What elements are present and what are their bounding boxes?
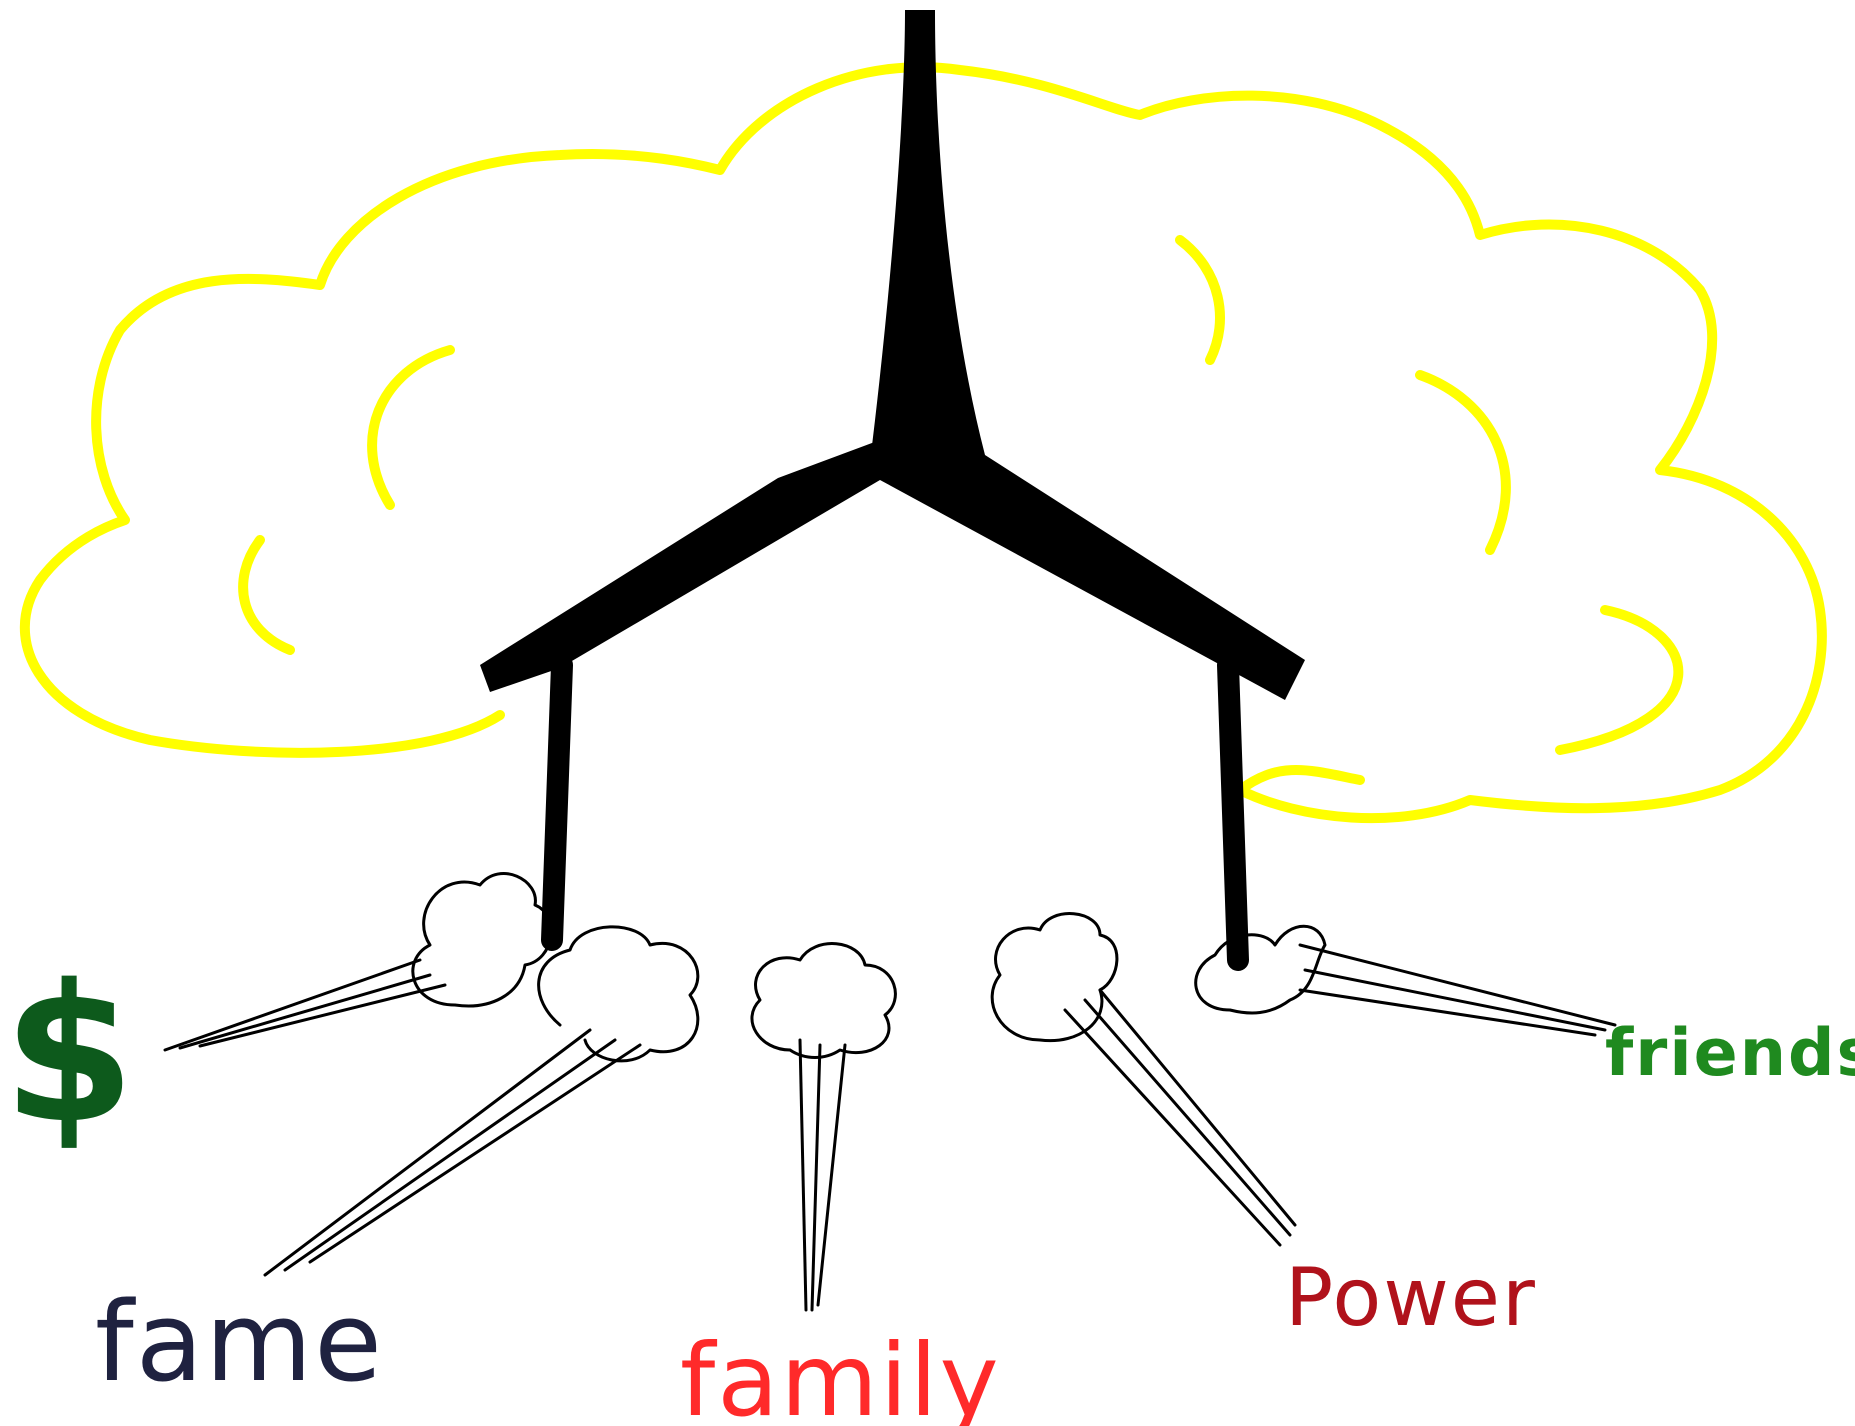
smoke-puff-icon [411,872,553,1008]
church-icon [480,10,1305,971]
cloud-inner-curve [1415,370,1511,555]
smoke-streak [1083,998,1292,1237]
smoke-streak [816,1043,847,1307]
church-roof-left [480,440,880,692]
cloud-outline-lower [1235,765,1365,795]
smoke-streak [1098,988,1297,1227]
smoke-streak [308,1043,642,1264]
smoke-puff-icon [750,942,897,1059]
church-roof-right [880,440,1305,700]
smoke-streak [263,1028,592,1277]
smoke-puffs [163,872,1617,1312]
cloud-inner-curve [238,535,295,655]
church-wall-left [541,654,573,951]
smoke-puff-icon [537,925,700,1063]
cloud-inner-curve [1175,235,1225,365]
money-label: $ [3,944,137,1165]
smoke-streak [1298,988,1597,1037]
smoke-streak [163,958,422,1052]
church-wall-right [1217,654,1249,971]
smoke-streak [810,1043,822,1312]
friends-label: friends [1605,1016,1855,1091]
smoke-streak [1298,943,1617,1027]
labels: $ fame family Power friends [3,944,1855,1426]
smoke-streak [1063,1008,1282,1247]
smoke-streak [178,973,432,1050]
smoke-streak [798,1038,808,1312]
church-steeple [870,10,985,462]
smoke-streak [283,1038,617,1272]
smoke-streak [198,983,447,1048]
family-label: family [680,1322,1001,1426]
smoke-streak [1303,968,1607,1032]
cloud-inner-curve [367,345,455,510]
smoke-puff-icon [1194,924,1327,1015]
power-label: Power [1285,1251,1537,1344]
smoke-puff-icon [990,912,1119,1043]
cloud-inner-curve [1555,605,1684,755]
cloud-outline [19,62,1827,824]
cloud-icon [19,62,1827,824]
fame-label: fame [95,1278,384,1406]
